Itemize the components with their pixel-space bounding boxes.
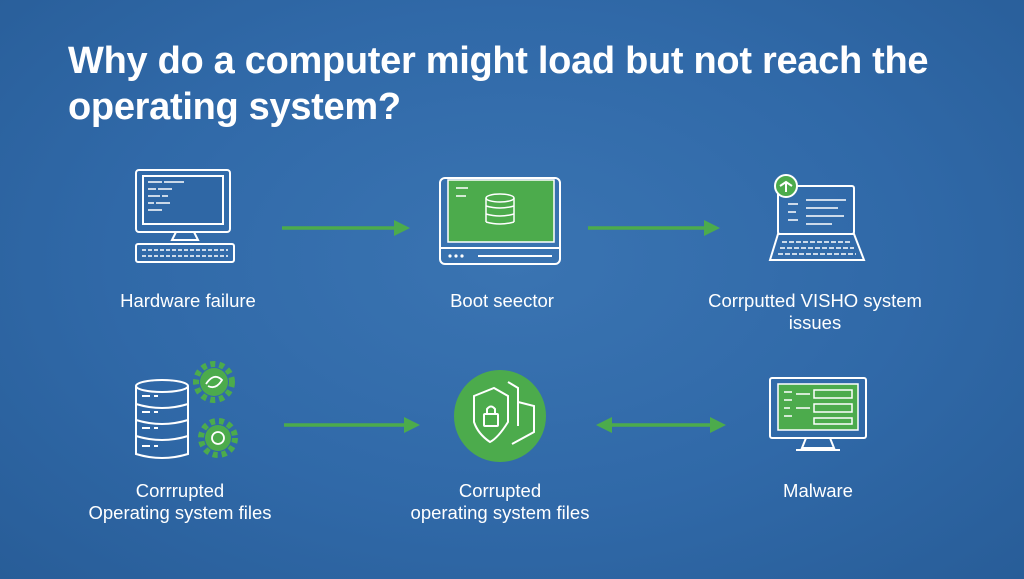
node-label: Hardware failure xyxy=(120,290,256,311)
node-label-line1: Corrrupted xyxy=(135,480,225,501)
node-label: Boot seector xyxy=(450,290,554,311)
page-title: Why do a computer might load but not rea… xyxy=(68,40,929,128)
gear-icon xyxy=(193,361,235,403)
boot-drive-icon xyxy=(439,177,561,265)
node-label: Corrputted VISHO system issues xyxy=(708,290,922,333)
node-label-line2: Operating system files xyxy=(88,502,272,523)
arrow-boot-to-corrupted xyxy=(588,220,720,236)
arrow-os-files-1-to-os-files-2 xyxy=(284,417,420,433)
gear-icon xyxy=(198,418,238,458)
server-gears-icon xyxy=(135,361,238,459)
arrow-os-files-2-to-malware xyxy=(596,417,726,433)
arrow-hardware-to-boot xyxy=(282,220,410,236)
desktop-monitor-icon xyxy=(135,169,235,263)
monitor-icon xyxy=(769,377,867,451)
shield-lock-icon xyxy=(454,370,546,462)
node-label-line2: operating system files xyxy=(410,502,590,523)
laptop-icon xyxy=(768,174,866,261)
node-label-line1: Corrupted xyxy=(458,480,542,501)
node-label: Malware xyxy=(783,480,853,501)
